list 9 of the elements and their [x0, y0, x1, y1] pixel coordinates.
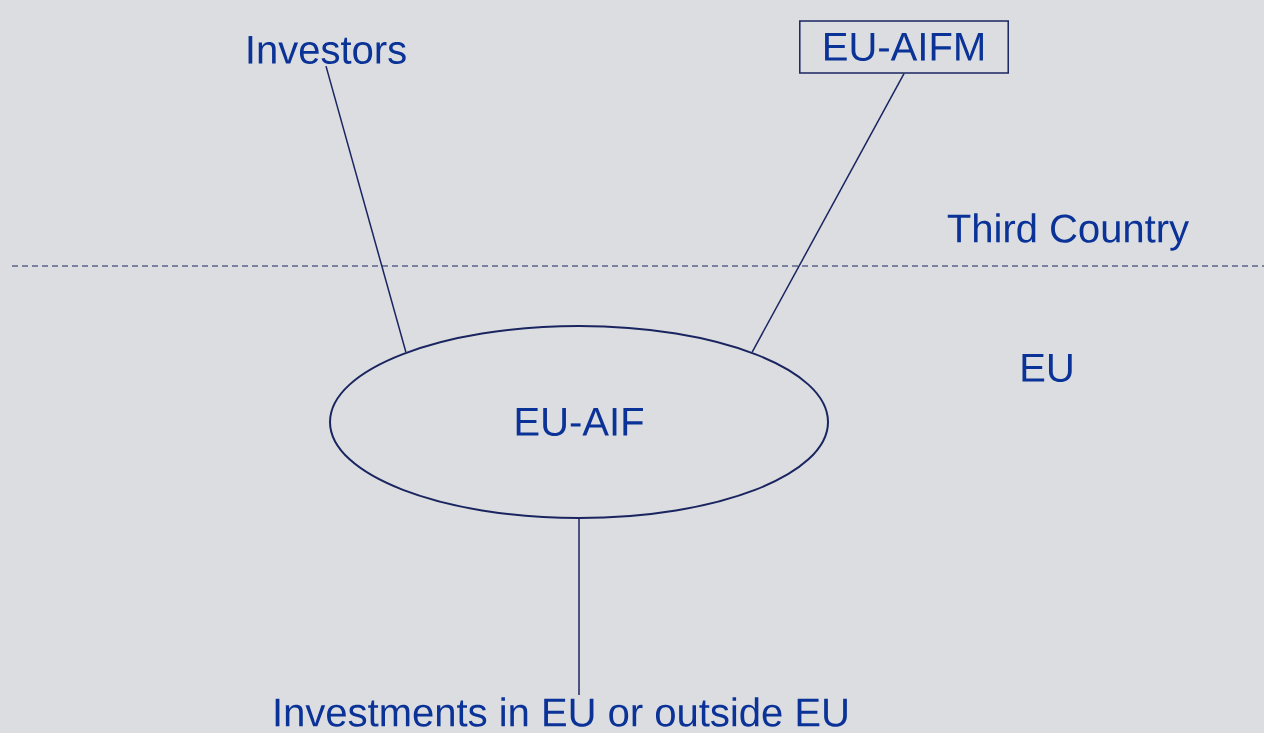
boxed-label: EU-AIFM: [799, 20, 1009, 74]
connector-line: [325, 65, 407, 353]
node-text: Investments in EU or outside EU: [275, 697, 847, 727]
connector-line: [751, 72, 905, 353]
connector-line: [578, 518, 580, 696]
region-label: Third Country: [947, 213, 1189, 251]
node-text: Investors: [248, 36, 406, 64]
ellipse-node: EU-AIF: [329, 325, 829, 519]
region-label: EU: [1022, 354, 1072, 382]
